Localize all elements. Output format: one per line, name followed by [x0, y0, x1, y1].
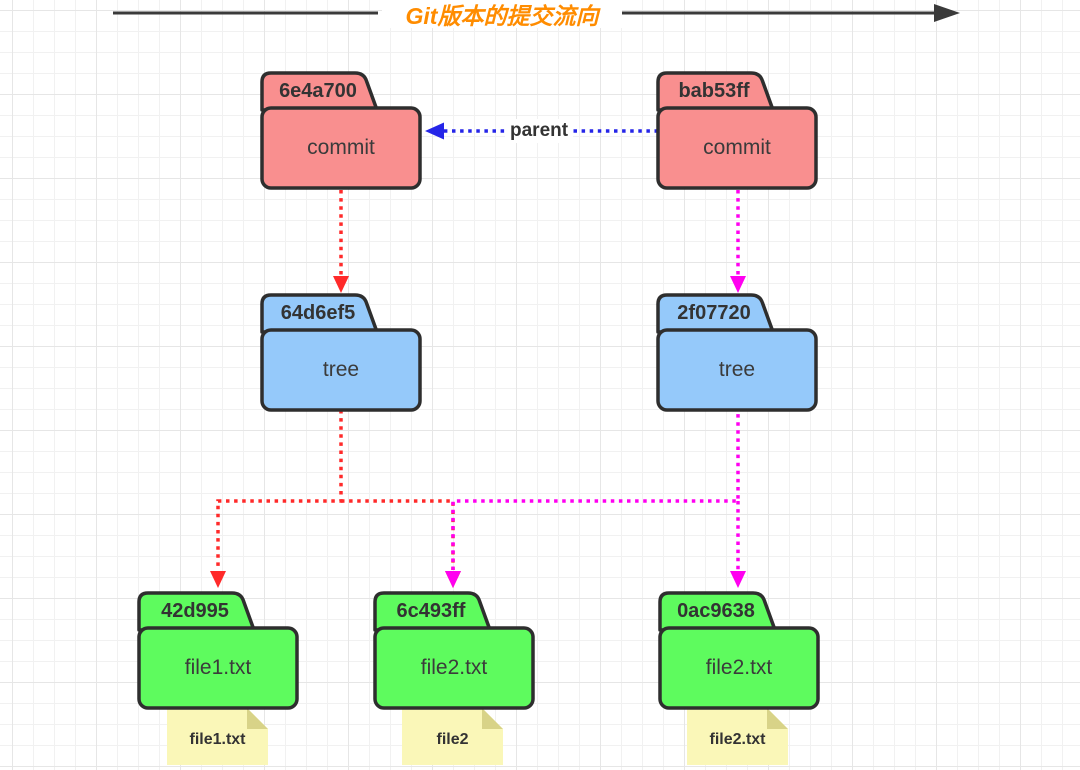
- tree1-folder-shape: [260, 293, 422, 412]
- note3-shape: [687, 708, 788, 765]
- commit1-folder-shape: [260, 71, 422, 190]
- axis-arrowhead-icon: [934, 4, 960, 22]
- blob1-folder-shape: [137, 591, 299, 710]
- edge-tree2-blobs: [445, 410, 746, 588]
- commit2-folder-shape: [656, 71, 818, 190]
- parent-edge: [425, 122, 658, 140]
- tree2-folder-shape: [656, 293, 818, 412]
- edge-commit2-tree2: [730, 190, 746, 293]
- blob3-folder-shape: [658, 591, 820, 710]
- note1-shape: [167, 708, 268, 765]
- parent-arrowhead-icon: [425, 122, 444, 140]
- title-axis-arrow: [113, 4, 960, 22]
- note2-shape: [402, 708, 503, 765]
- edge-tree1-blobs: [210, 410, 461, 588]
- edge-commit1-tree1: [333, 190, 349, 293]
- blob2-folder-shape: [373, 591, 535, 710]
